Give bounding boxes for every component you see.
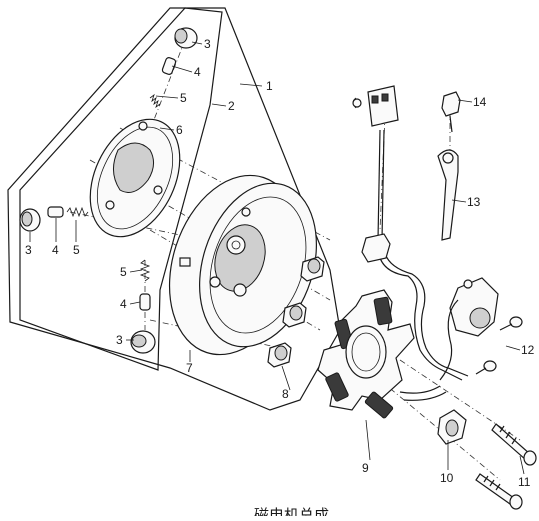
callout-4-lower: 4 bbox=[120, 297, 127, 311]
flywheel-rotor-7 bbox=[168, 174, 317, 356]
pin-4-left bbox=[47, 206, 64, 218]
diagram-caption: 磁电机总成 bbox=[254, 506, 329, 516]
callout-4-left: 4 bbox=[52, 243, 59, 257]
callout-5-top: 5 bbox=[180, 91, 187, 105]
roller-3-top bbox=[174, 27, 198, 49]
wire-grommet bbox=[361, 233, 391, 263]
bolt-8-a bbox=[300, 256, 325, 282]
callout-9: 9 bbox=[362, 461, 369, 475]
callout-1: 1 bbox=[266, 79, 273, 93]
callout-5-left: 5 bbox=[73, 243, 80, 257]
pulse-coil-12 bbox=[439, 277, 499, 381]
callout-leaders bbox=[29, 41, 525, 475]
screw-14 bbox=[441, 91, 461, 133]
callout-8: 8 bbox=[282, 387, 289, 401]
pin-4-lower bbox=[139, 293, 151, 311]
callout-numbers: 1 2 3 3 3 4 4 4 5 5 5 6 7 8 9 10 11 12 1… bbox=[25, 37, 535, 489]
coil-screw-a bbox=[499, 316, 523, 331]
callout-3-left: 3 bbox=[25, 243, 32, 257]
callout-3-lower: 3 bbox=[116, 333, 123, 347]
assembly-1-boundary bbox=[7, 7, 341, 411]
bolt-8-c bbox=[267, 342, 292, 368]
wire-connector bbox=[352, 85, 399, 127]
spring-5-lower bbox=[139, 259, 151, 282]
callout-7: 7 bbox=[186, 361, 193, 375]
callout-11: 11 bbox=[518, 475, 531, 489]
wire-harness bbox=[377, 129, 469, 401]
callout-14: 14 bbox=[473, 95, 487, 109]
ramp-plate-6 bbox=[89, 118, 181, 238]
callout-5-lower: 5 bbox=[120, 265, 127, 279]
wire-clamp-13 bbox=[437, 149, 459, 241]
callout-4-top: 4 bbox=[194, 65, 201, 79]
callout-10: 10 bbox=[440, 471, 454, 485]
pin-4-top bbox=[161, 57, 177, 75]
coil-screw-b bbox=[475, 360, 497, 375]
grommet-10 bbox=[437, 409, 467, 445]
callout-12: 12 bbox=[521, 343, 535, 357]
callout-3-top: 3 bbox=[204, 37, 211, 51]
roller-3-left bbox=[19, 208, 41, 232]
bolt-11-a bbox=[491, 423, 537, 466]
callout-2: 2 bbox=[228, 99, 235, 113]
spring-5-top bbox=[149, 93, 161, 109]
roller-3-lower bbox=[130, 330, 156, 354]
assembly-2-boundary bbox=[19, 7, 223, 371]
stator-9 bbox=[317, 289, 415, 419]
callout-6: 6 bbox=[176, 123, 183, 137]
bolt-8-b bbox=[282, 302, 307, 328]
bolt-11-b bbox=[475, 473, 523, 510]
spring-5-left bbox=[66, 206, 89, 218]
callout-13: 13 bbox=[467, 195, 481, 209]
